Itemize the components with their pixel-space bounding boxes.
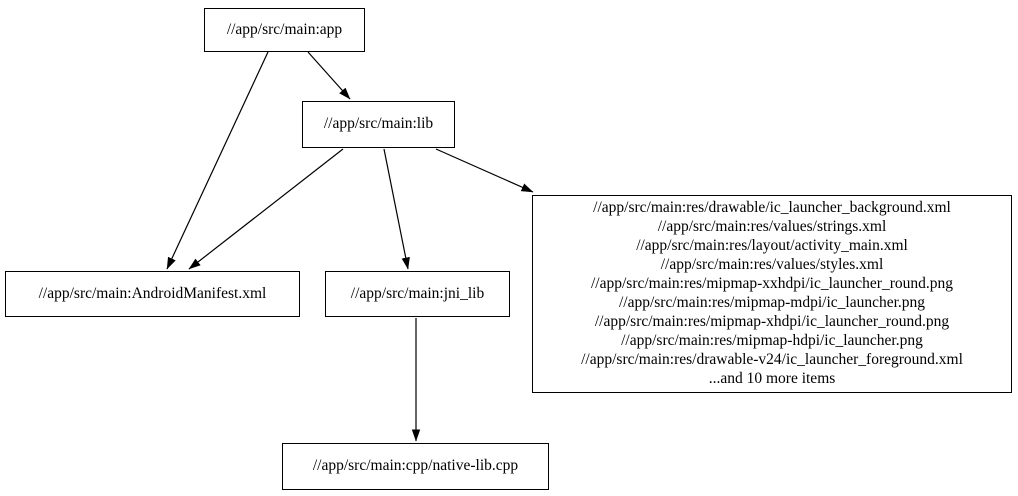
node-lib-label: //app/src/main:lib <box>323 115 434 133</box>
edge-lib-to-manifest <box>188 148 344 270</box>
node-app-label: //app/src/main:app <box>226 20 343 38</box>
node-native-lib-cpp-label: //app/src/main:cpp/native-lib.cpp <box>312 457 519 475</box>
node-native-lib-cpp: //app/src/main:cpp/native-lib.cpp <box>282 443 549 490</box>
edge-app-to-lib <box>307 51 351 100</box>
node-app: //app/src/main:app <box>204 8 365 52</box>
edge-app-to-manifest <box>166 51 269 270</box>
node-jni-lib: //app/src/main:jni_lib <box>325 271 510 317</box>
node-lib: //app/src/main:lib <box>302 101 455 148</box>
node-jni-lib-label: //app/src/main:jni_lib <box>350 284 485 302</box>
edge-lib-to-resources <box>435 148 534 193</box>
node-resources-group: //app/src/main:res/drawable/ic_launcher_… <box>532 195 1012 393</box>
node-android-manifest: //app/src/main:AndroidManifest.xml <box>5 271 300 317</box>
node-android-manifest-label: //app/src/main:AndroidManifest.xml <box>38 284 267 302</box>
node-resources-group-label: //app/src/main:res/drawable/ic_launcher_… <box>581 199 963 387</box>
edge-lib-to-jni-lib <box>383 148 410 270</box>
